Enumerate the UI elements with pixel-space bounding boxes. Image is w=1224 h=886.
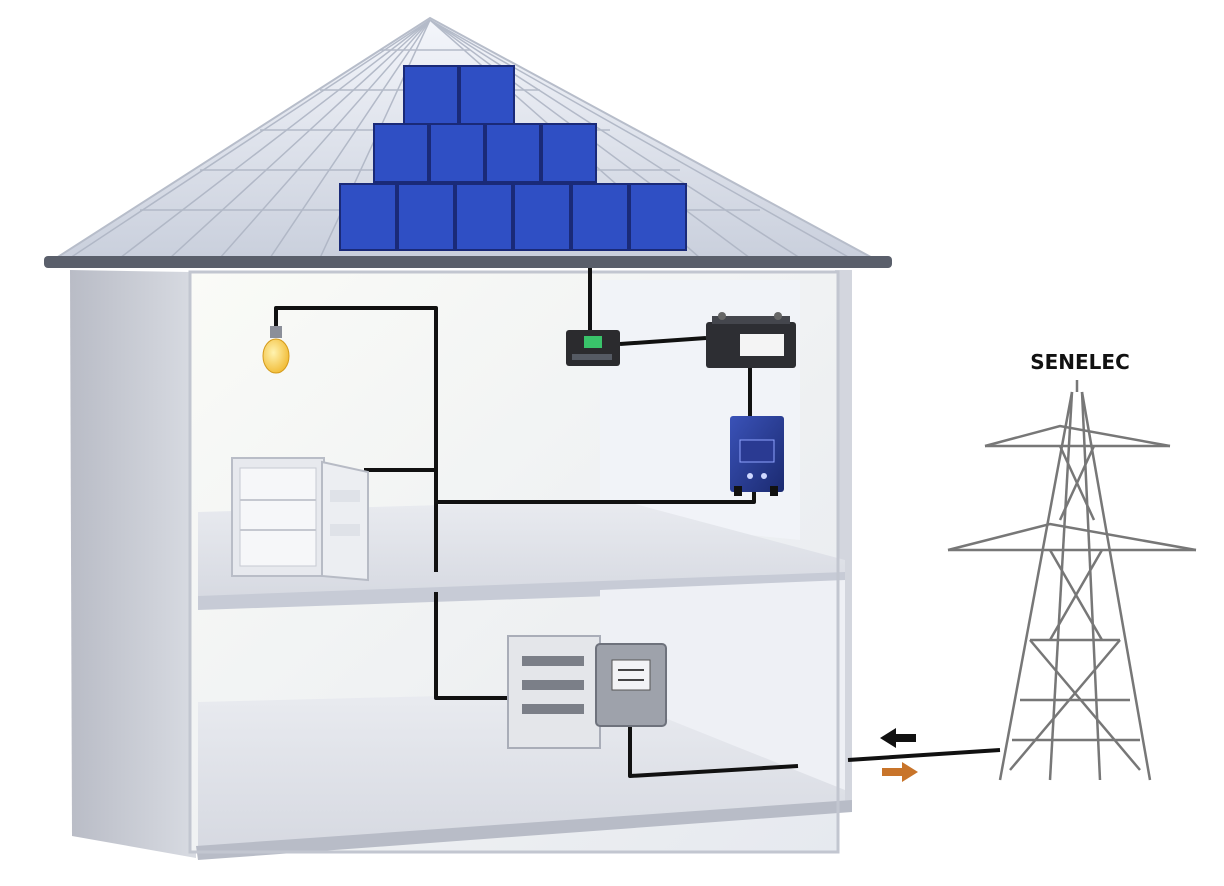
battery-icon [706, 312, 796, 368]
solar-panel-icon [485, 123, 541, 183]
arrow-right-icon [882, 762, 918, 782]
grid-operator-label: SENELEC [1030, 350, 1130, 374]
inverter-icon [730, 416, 784, 496]
house [70, 270, 852, 860]
house-left-wall [70, 270, 196, 858]
solar-panel-icon [571, 183, 629, 251]
distribution-board-icon [507, 635, 601, 749]
wire-controller-battery [619, 336, 707, 346]
house-base [196, 800, 852, 860]
solar-panel-icon [459, 65, 515, 125]
lower-floor [198, 692, 845, 850]
solar-panel-icon [513, 183, 571, 251]
solar-panel-icon [339, 183, 397, 251]
wire-grid-tower [847, 748, 1001, 762]
solar-panel-array [339, 65, 687, 251]
solar-panel-icon [403, 65, 459, 125]
refrigerator-icon [231, 457, 369, 582]
solar-panel-icon [397, 183, 455, 251]
transmission-tower-icon [947, 380, 1197, 781]
floor-slab [198, 572, 845, 610]
solar-panel-icon [429, 123, 485, 183]
wire-meter-grid [628, 726, 799, 778]
energy-meter-icon [595, 643, 667, 727]
solar-panel-icon [373, 123, 429, 183]
solar-panel-icon [455, 183, 513, 251]
solar-panel-icon [541, 123, 597, 183]
wire-inverter-trunk [436, 492, 756, 504]
arrow-left-icon [880, 728, 916, 748]
solar-panel-icon [629, 183, 687, 251]
wire-bulb [274, 306, 438, 572]
wiring [274, 268, 1001, 778]
wire-distribution [434, 592, 512, 700]
roof-gutter [44, 256, 892, 268]
charge-controller-icon [566, 330, 620, 366]
light-bulb-icon [262, 326, 290, 374]
